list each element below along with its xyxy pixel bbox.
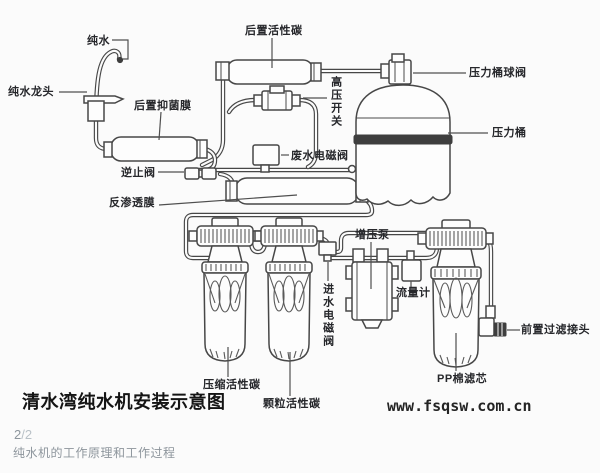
page-indicator: 2/2 — [14, 427, 32, 442]
label-post-bacteriostatic-membrane: 后置抑菌膜 — [134, 100, 192, 112]
filter-fitting-left — [188, 230, 198, 242]
tank-ball-valve — [380, 53, 412, 85]
label-tank-ball-valve: 压力桶球阀 — [469, 67, 527, 79]
ro-membrane-cartridge — [225, 177, 369, 205]
label-pp-cotton-filter: PP棉滤芯 — [437, 373, 488, 385]
pressure-tank — [347, 84, 453, 207]
booster-pump — [345, 248, 399, 329]
page-indicator-rest: /2 — [21, 427, 33, 442]
pp-filter — [417, 219, 494, 368]
filter-neck — [207, 245, 243, 263]
pump-fitting-2 — [376, 248, 389, 263]
pump-body — [351, 261, 393, 321]
label-high-pressure-switch: 高压开关 — [329, 76, 342, 128]
tank-body — [355, 84, 451, 207]
hp-switch-tab — [269, 85, 285, 94]
ball-valve-body — [388, 59, 412, 85]
filter-neck — [436, 248, 476, 268]
inlet-valve-stub — [323, 254, 332, 262]
post-bacteriostatic-membrane-cartridge — [103, 136, 208, 162]
flow-meter-stem — [406, 250, 415, 261]
filter-housing — [267, 272, 311, 362]
ball-valve-tab — [391, 53, 405, 63]
website-url: www.fsqsw.com.cn — [387, 397, 532, 415]
label-ro-membrane: 反渗透膜 — [109, 197, 155, 209]
label-check-valve: 逆止阀 — [121, 167, 156, 179]
carbon-filter-2 — [254, 217, 324, 362]
label-post-carbon: 后置活性碳 — [245, 25, 303, 37]
label-inlet-solenoid-valve: 进水电磁阀 — [321, 283, 334, 348]
waste-solenoid-valve — [252, 144, 280, 173]
cartridge-cap-right — [196, 139, 208, 159]
label-pressure-tank: 压力桶 — [492, 127, 527, 139]
faucet — [83, 56, 125, 122]
post-carbon-cartridge — [215, 59, 322, 85]
cartridge-body — [226, 59, 314, 85]
pump-foot — [360, 319, 384, 329]
diagram-line-art — [59, 38, 520, 396]
flow-meter-body — [401, 259, 422, 282]
filter-cap — [425, 227, 487, 250]
leader-lines — [59, 38, 520, 396]
label-prefilter-connector: 前置过滤接头 — [521, 324, 590, 336]
footer-caption: 纯水机的工作原理和工作过程 — [13, 446, 176, 460]
label-waste-solenoid-valve: 废水电磁阀 — [291, 150, 349, 162]
label-booster-pump: 增压泵 — [355, 229, 390, 241]
flow-meter — [401, 250, 422, 282]
ro-cap-left — [225, 180, 238, 202]
hp-switch-body — [261, 90, 293, 111]
label-pure-water: 纯水 — [87, 35, 110, 47]
leader-pure-water — [112, 39, 129, 60]
check-valve-barrel-2 — [201, 167, 217, 180]
cartridge-elbow-left — [215, 61, 230, 81]
label-compressed-carbon: 压缩活性碳 — [203, 379, 261, 391]
faucet-base — [87, 100, 105, 122]
filter-housing — [203, 272, 247, 362]
label-granular-carbon: 颗粒活性碳 — [263, 398, 321, 410]
ro-body — [234, 177, 360, 205]
faucet-tip — [116, 56, 124, 64]
check-valve — [184, 167, 217, 180]
filter-neck — [271, 245, 307, 263]
diagram-title: 清水湾纯水机安装示意图 — [22, 392, 226, 412]
waste-valve-stub — [260, 164, 270, 173]
elbow-block — [478, 317, 495, 337]
cartridge-cap-right — [310, 62, 322, 82]
carbon-filter-1 — [188, 217, 262, 362]
pump-fitting-1 — [352, 248, 365, 263]
waste-valve-body — [252, 144, 280, 166]
cartridge-cap-left — [103, 141, 113, 158]
tank-band — [353, 134, 453, 145]
prefilter-connector-elbow — [478, 305, 507, 337]
tank-nub — [347, 164, 357, 174]
high-pressure-switch — [253, 85, 301, 111]
inlet-solenoid-valve — [318, 241, 337, 262]
leader-post-membrane — [158, 111, 162, 141]
elbow-nut — [493, 322, 507, 337]
inlet-valve-body — [318, 241, 337, 256]
filter-crown — [430, 266, 482, 280]
label-faucet: 纯水龙头 — [8, 86, 54, 98]
elbow-stub — [485, 305, 496, 319]
label-flow-meter: 流量计 — [396, 287, 431, 299]
check-valve-barrel-1 — [184, 167, 200, 180]
cartridge-body — [110, 136, 200, 162]
page-indicator-current: 2 — [14, 427, 22, 442]
leader-ro-membrane — [158, 194, 298, 206]
